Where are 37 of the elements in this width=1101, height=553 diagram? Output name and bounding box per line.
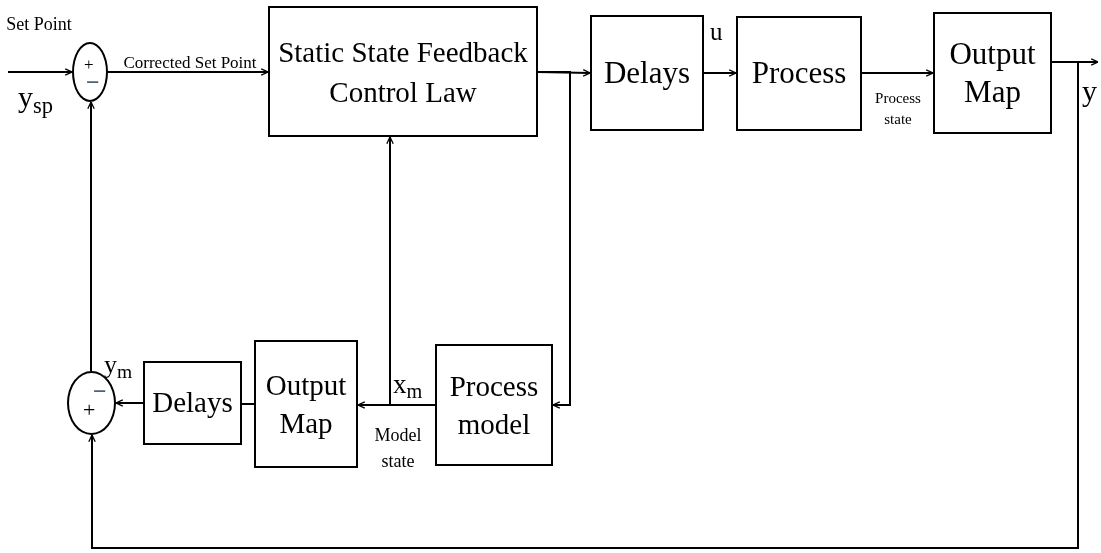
block-label: Process model [448,369,540,442]
arrow [115,399,144,407]
arrow [537,71,571,409]
signal-label: Model state [373,424,423,473]
block-box [736,16,862,131]
arrow [88,61,1079,549]
sign-text: + [84,56,94,73]
signal-label: u [710,18,723,46]
arrow [703,69,737,77]
block-box [254,340,358,468]
block-label: Delays [152,385,233,421]
block-box [143,361,242,445]
block-label: Delays [603,53,691,92]
arrow [7,68,73,76]
block-box [590,15,704,131]
block-box [435,344,553,466]
block-box [268,6,538,137]
signal-label: Corrected Set Point [122,52,258,74]
arrow [1051,58,1099,66]
block-label: Process [751,54,847,93]
block-label: Static State Feedback Control Law [277,34,529,110]
signal-label: Set Point [6,13,72,36]
arrow [386,136,436,406]
arrow [861,69,934,77]
block-box [933,12,1052,134]
signal-label: y$_{m}$ [104,350,133,380]
sign-text: + [83,399,96,421]
signal-label: Process state [874,89,922,129]
signal-label: y [1082,74,1097,108]
block-label: Output Map [948,35,1037,111]
arrow [107,68,269,76]
sign-text: − [86,70,100,94]
arrow [87,101,95,372]
block-label: Output Map [264,368,348,441]
signal-label: x$_{m}$ [393,368,423,400]
summing-junction [72,42,108,102]
sign-text: − [93,379,107,403]
